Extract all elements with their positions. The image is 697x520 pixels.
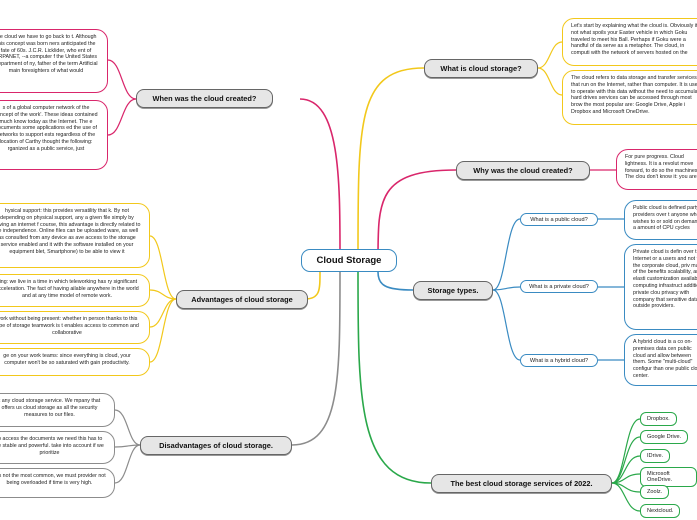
leaf-when-1[interactable]: the cloud we have to go back to t. Altho… [0, 29, 108, 93]
leaf-public-cloud[interactable]: Public cloud is defined party providers … [624, 200, 697, 240]
branch-disadvantages[interactable]: Disadvantages of cloud storage. [140, 436, 292, 455]
service-item[interactable]: IDrive. [640, 449, 671, 463]
leaf-hybrid-cloud[interactable]: A hybrid cloud is a co on-premises data … [624, 334, 697, 386]
service-item[interactable]: Microsoft OneDrive. [640, 467, 697, 487]
leaf-when-2[interactable]: s of a global computer network of the co… [0, 100, 108, 170]
leaf-disadvantages-3[interactable]: it is not the most common, we must provi… [0, 468, 115, 498]
branch-what-is[interactable]: What is cloud storage? [424, 59, 538, 78]
branch-when-created[interactable]: When was the cloud created? [136, 89, 273, 108]
leaf-why-1[interactable]: For pure progress. Cloud lightness. It i… [616, 149, 697, 190]
leaf-disadvantages-1[interactable]: t any cloud storage service. We mpany th… [0, 393, 115, 427]
branch-why-created[interactable]: Why was the cloud created? [456, 161, 590, 180]
service-item[interactable]: Dropbox. [640, 412, 677, 426]
leaf-private-cloud[interactable]: Private cloud is defin over the Internet… [624, 244, 697, 330]
leaf-advantages-4[interactable]: ge on your work teams: since everything … [0, 348, 150, 376]
leaf-advantages-3[interactable]: work without being present: whether in p… [0, 311, 150, 344]
leaf-advantages-2[interactable]: cing: we live in a time in which telewor… [0, 274, 150, 307]
branch-best-services[interactable]: The best cloud storage services of 2022. [431, 474, 612, 493]
branch-storage-types[interactable]: Storage types. [413, 281, 493, 300]
sub-private-cloud[interactable]: What is a private cloud? [520, 280, 598, 293]
branch-advantages[interactable]: Advantages of cloud storage [176, 290, 308, 309]
leaf-advantages-1[interactable]: hysical support: this provides versatili… [0, 203, 150, 268]
leaf-what-1[interactable]: Let's start by explaining what the cloud… [562, 18, 697, 66]
central-topic[interactable]: Cloud Storage [301, 249, 397, 272]
sub-hybrid-cloud[interactable]: What is a hybrid cloud? [520, 354, 598, 367]
service-item[interactable]: Google Drive. [640, 430, 689, 444]
leaf-disadvantages-2[interactable]: to access the documents we need this has… [0, 431, 115, 464]
service-item[interactable]: Nextcloud. [640, 504, 681, 518]
leaf-what-2[interactable]: The cloud refers to data storage and tra… [562, 70, 697, 125]
service-item[interactable]: Zoolz. [640, 485, 670, 499]
sub-public-cloud[interactable]: What is a public cloud? [520, 213, 598, 226]
